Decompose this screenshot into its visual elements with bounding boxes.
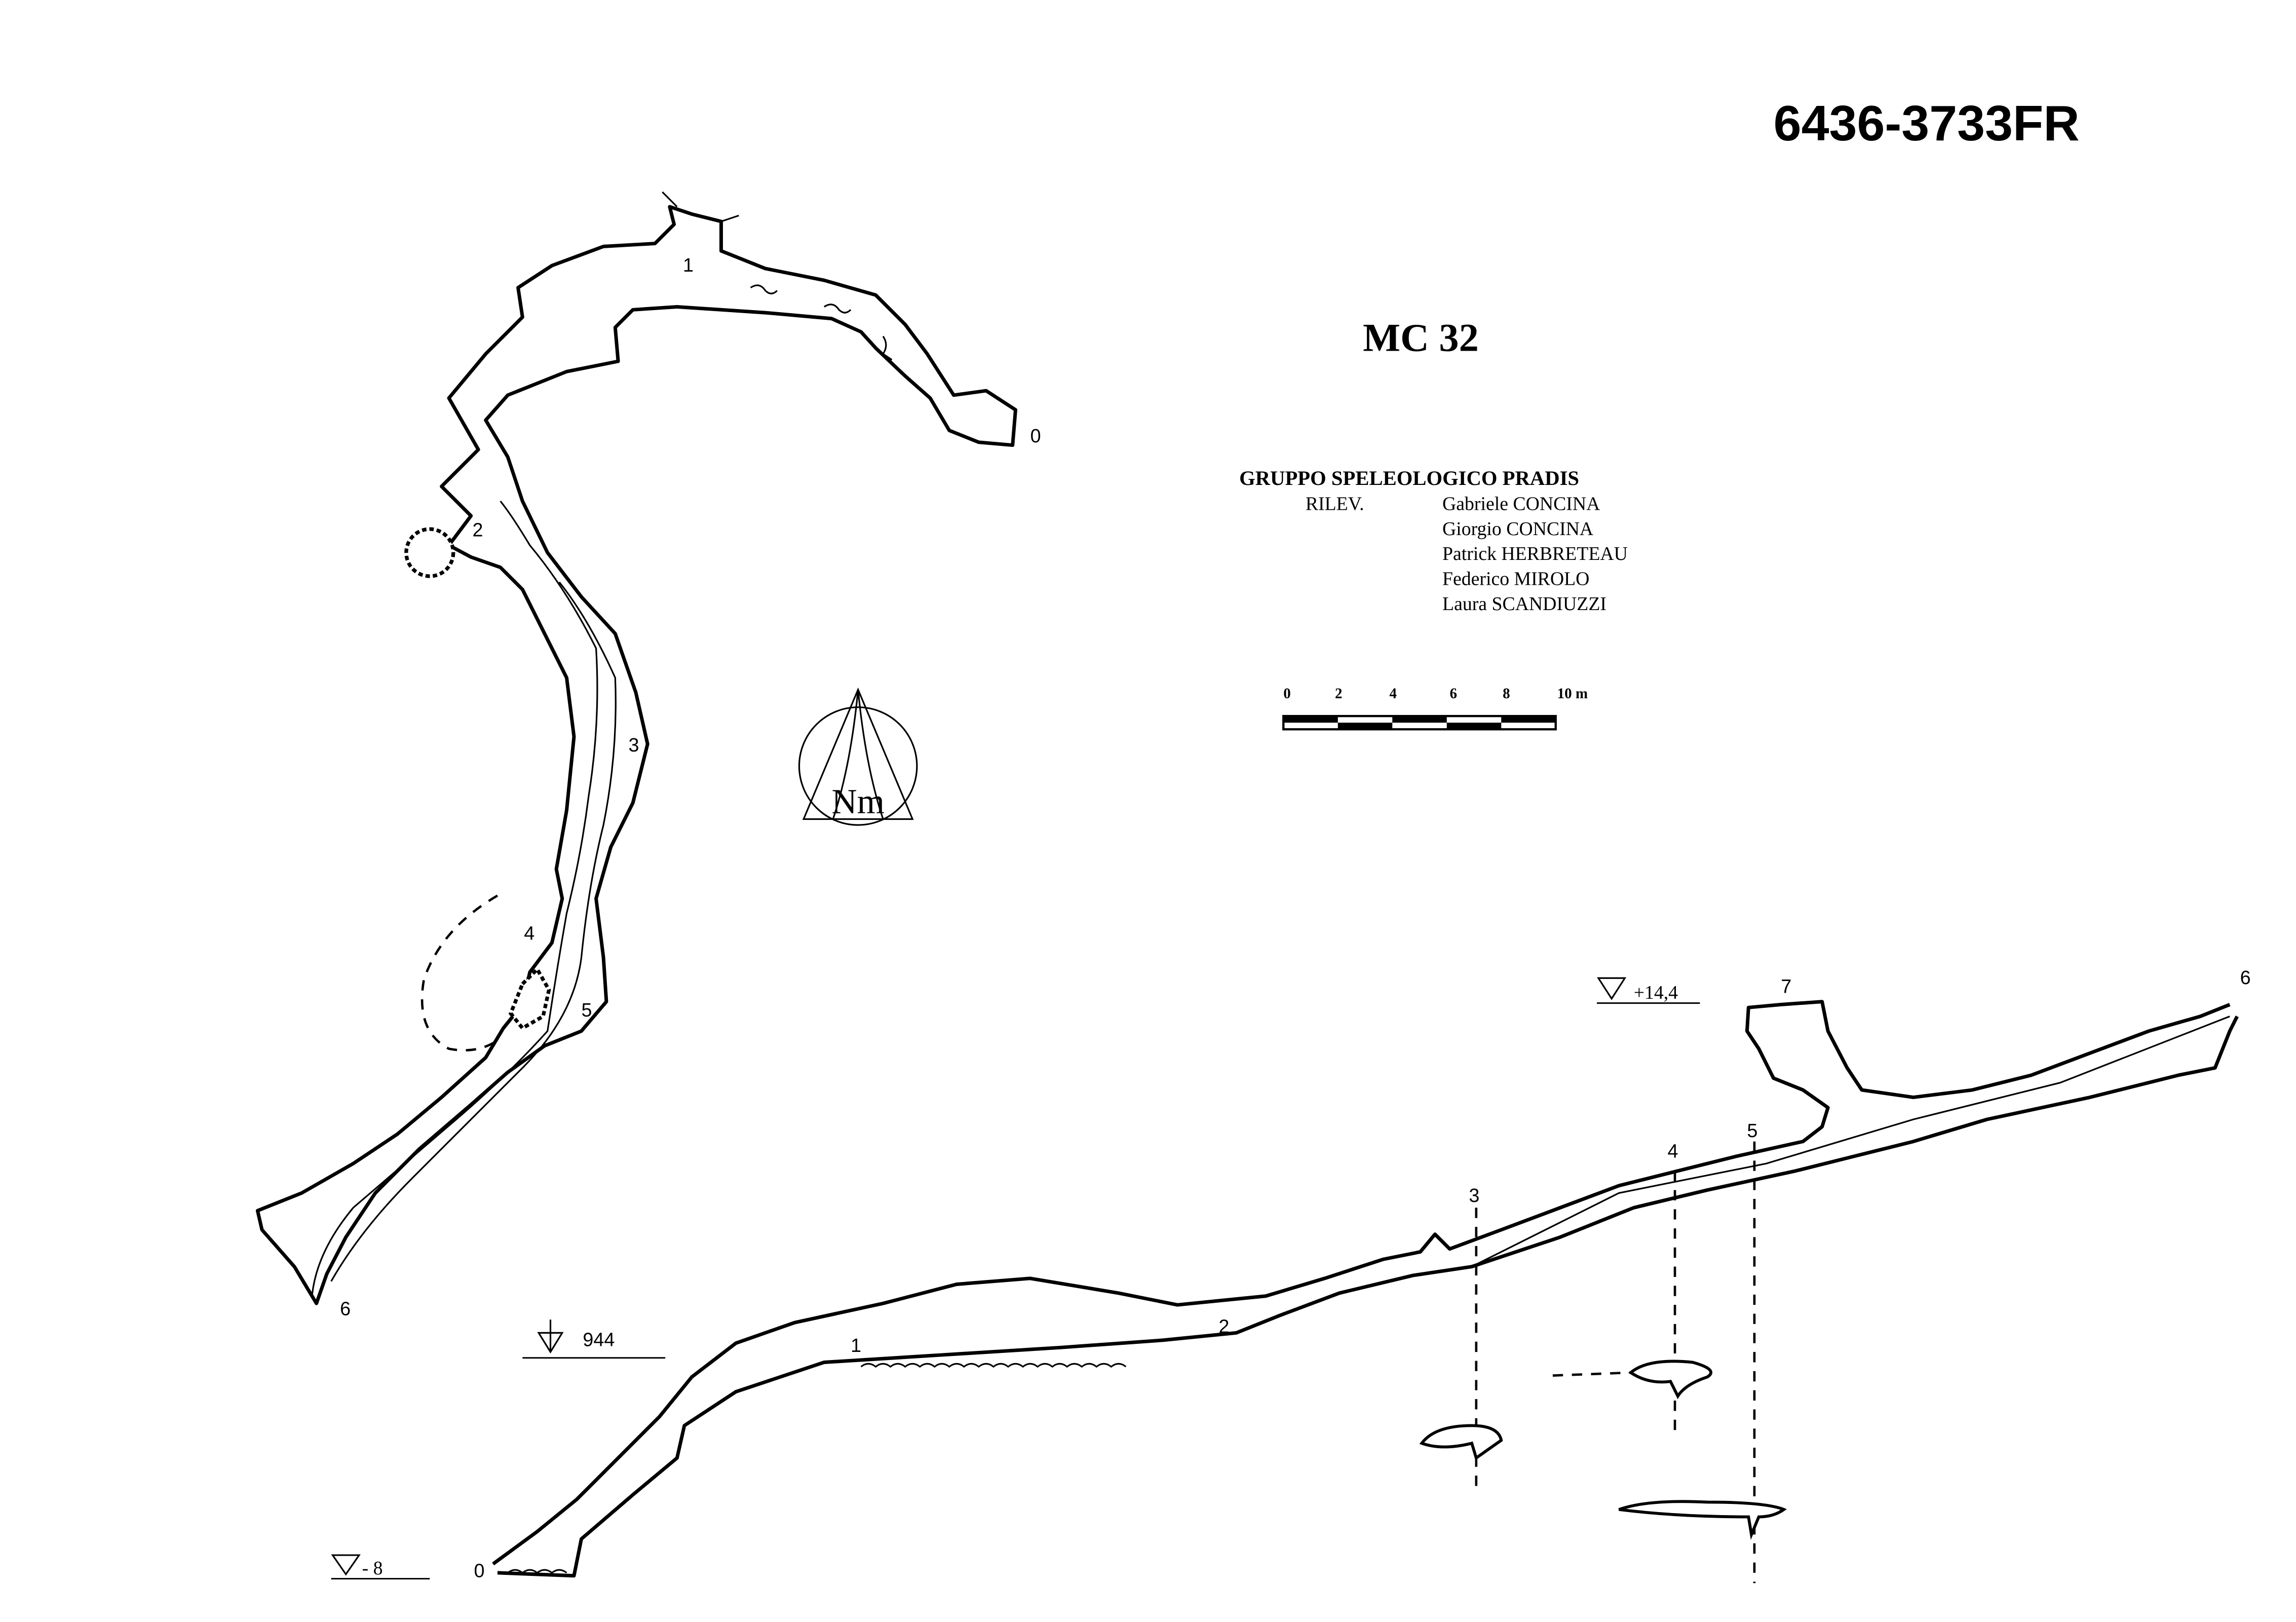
plan-stream [330, 581, 617, 1282]
cross-section-3 [1419, 1424, 1503, 1461]
profile-floor-line [1471, 1015, 2230, 1268]
profile-lower-wall [497, 1015, 2239, 1578]
sheet-code: 6436-3733FR [1774, 95, 2080, 151]
plan-view: 0 1 2 3 4 5 6 [255, 191, 1041, 1320]
depth-value: - 8 [362, 1558, 383, 1579]
profile-station-label: 1 [851, 1335, 861, 1356]
cross-section-5 [1618, 1500, 1787, 1540]
plan-station-label: 6 [340, 1299, 351, 1320]
plan-station-label: 4 [524, 923, 534, 945]
entrance-altitude-marker: 944 [522, 1319, 666, 1359]
scale-label: 8 [1503, 686, 1510, 702]
profile-station-label: 3 [1469, 1185, 1479, 1206]
profile-station-label: 2 [1218, 1316, 1229, 1337]
surveyor: Patrick HERBRETEAU [1442, 543, 1628, 564]
profile-station-label: 4 [1668, 1141, 1678, 1162]
plan-station-label: 3 [628, 735, 639, 756]
north-arrow-icon: Nm [798, 687, 918, 826]
scale-label: 10 m [1557, 686, 1588, 702]
scale-label: 6 [1450, 686, 1458, 702]
survey-group: GRUPPO SPELEOLOGICO PRADIS [1239, 467, 1579, 489]
plan-station-label: 0 [1030, 426, 1041, 447]
surveyor: Federico MIROLO [1442, 569, 1589, 590]
surveyor: Giorgio CONCINA [1442, 518, 1593, 540]
profile-station-label: 0 [474, 1561, 484, 1582]
plan-passage-outline [255, 205, 1018, 1305]
plan-stream [311, 500, 598, 1296]
entrance-altitude: 944 [583, 1330, 615, 1351]
scale-label: 4 [1389, 686, 1397, 702]
profile-station-label: 5 [1747, 1120, 1757, 1142]
surveyor: Gabriele CONCINA [1442, 493, 1600, 514]
survey-label: RILEV. [1306, 493, 1364, 514]
profile-view: 944 - 8 +14,4 0 1 2 3 4 5 6 7 [331, 967, 2251, 1583]
profile-station-label: 6 [2240, 967, 2251, 989]
depth-marker: - 8 [331, 1554, 430, 1579]
profile-station-label: 7 [1781, 976, 1791, 997]
cave-name: MC 32 [1363, 316, 1479, 360]
surveyor: Laura SCANDIUZZI [1442, 593, 1606, 615]
plan-station-label: 2 [473, 520, 483, 541]
scale-bar: 0 2 4 6 8 10 m [1282, 686, 1588, 731]
profile-upper-wall [492, 1000, 2231, 1566]
north-label: Nm [831, 782, 885, 821]
height-value: +14,4 [1634, 982, 1678, 1003]
plan-station-label: 5 [582, 1000, 592, 1021]
cross-section-4 [1628, 1360, 1712, 1400]
plan-unsurveyed-passage [420, 894, 502, 1052]
height-marker: +14,4 [1597, 977, 1700, 1004]
credits-block: GRUPPO SPELEOLOGICO PRADIS RILEV. Gabrie… [1239, 467, 1628, 615]
scale-label: 0 [1283, 686, 1291, 702]
scale-label: 2 [1335, 686, 1343, 702]
plan-station-label: 1 [683, 255, 694, 276]
